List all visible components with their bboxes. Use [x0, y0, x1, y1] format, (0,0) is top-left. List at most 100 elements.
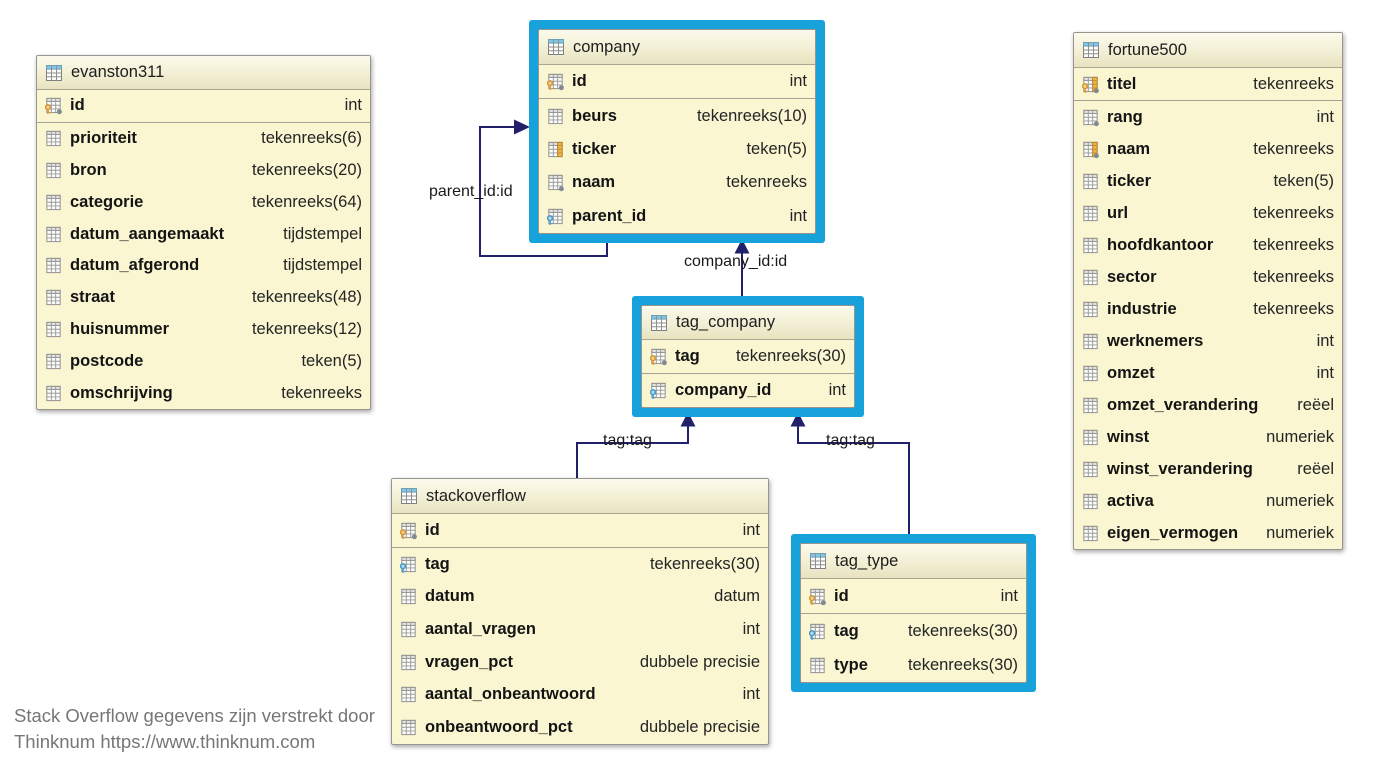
table-title: tag_type [835, 551, 899, 570]
table-header: tag_company [642, 306, 854, 340]
entity-table: fortune500 titel tekenreeks [1073, 32, 1343, 550]
column-icon [399, 718, 418, 737]
column-name: vragen_pct [425, 652, 514, 671]
entity-table: stackoverflow id int [391, 478, 769, 745]
table-icon [399, 486, 419, 506]
column-icon [1081, 172, 1100, 191]
column-icon [649, 347, 668, 366]
column-row: werknemers int [1074, 325, 1342, 357]
table-title: evanston311 [71, 63, 165, 81]
column-row: hoofdkantoor tekenreeks [1074, 229, 1342, 261]
column-name: sector [1107, 267, 1157, 286]
column-row: omschrijving tekenreeks [37, 377, 370, 409]
arrowhead-parent-id [514, 119, 530, 135]
column-row: datum_aangemaakt tijdstempel [37, 218, 370, 250]
column-name: aantal_vragen [425, 619, 536, 638]
entity-table: tag_type id int [791, 534, 1036, 692]
column-type: tekenreeks [1253, 235, 1334, 254]
column-icon [808, 622, 827, 641]
column-icon [399, 587, 418, 606]
column-type: tekenreeks(10) [696, 106, 807, 125]
column-row: naam tekenreeks [1074, 133, 1342, 165]
column-row: straat tekenreeks(48) [37, 282, 370, 314]
column-icon [1081, 236, 1100, 255]
column-row: onbeantwoord_pct dubbele precisie [392, 711, 768, 744]
column-row: id int [539, 65, 815, 100]
column-row: aantal_vragen int [392, 613, 768, 646]
column-name: id [572, 72, 587, 91]
column-icon [546, 207, 565, 226]
column-name: ticker [572, 139, 617, 158]
column-row: company_id int [642, 374, 854, 407]
column-name: url [1107, 203, 1129, 222]
column-name: datum_aangemaakt [70, 224, 225, 243]
column-row: rang int [1074, 101, 1342, 133]
attribution-line2: Thinknum https://www.thinknum.com [14, 731, 316, 752]
column-type: int [742, 520, 760, 539]
column-row: winst numeriek [1074, 421, 1342, 453]
column-type: reëel [1297, 395, 1334, 414]
table-title: fortune500 [1108, 40, 1187, 59]
column-type: tekenreeks(30) [649, 554, 760, 573]
column-type: tekenreeks [1253, 267, 1334, 286]
column-type: int [742, 685, 760, 704]
column-type: tijdstempel [283, 224, 362, 243]
table-icon [44, 63, 64, 83]
column-row: parent_id int [539, 200, 815, 233]
attribution-line1: Stack Overflow gegevens zijn verstrekt d… [14, 705, 375, 726]
column-type: int [1000, 586, 1018, 605]
column-rows: id int tag tekenreeks(30) [801, 579, 1026, 682]
table-header: fortune500 [1074, 33, 1342, 68]
column-type: tekenreeks(6) [261, 129, 362, 148]
column-type: tekenreeks [1253, 299, 1334, 318]
column-name: straat [70, 288, 115, 307]
column-type: dubbele precisie [639, 652, 760, 671]
column-type: datum [714, 587, 760, 606]
column-icon [44, 288, 63, 307]
column-name: datum [425, 587, 475, 606]
column-type: tekenreeks [726, 173, 807, 192]
table-title: stackoverflow [426, 486, 526, 505]
column-icon [1081, 140, 1100, 159]
column-type: int [1316, 363, 1334, 382]
column-icon [1081, 460, 1100, 479]
column-type: int [344, 96, 362, 115]
column-type: int [742, 619, 760, 638]
column-row: datum_afgerond tijdstempel [37, 250, 370, 282]
table-icon [546, 37, 566, 57]
table-title: company [573, 37, 640, 56]
column-name: winst [1107, 427, 1150, 446]
column-row: bron tekenreeks(20) [37, 155, 370, 187]
column-row: omzet int [1074, 357, 1342, 389]
column-name: prioriteit [70, 129, 137, 148]
column-row: industrie tekenreeks [1074, 293, 1342, 325]
column-type: int [1316, 107, 1334, 126]
column-row: eigen_vermogen numeriek [1074, 517, 1342, 549]
column-name: eigen_vermogen [1107, 523, 1239, 542]
column-name: bron [70, 160, 107, 179]
column-row: id int [801, 579, 1026, 614]
column-name: omschrijving [70, 383, 173, 402]
column-row: titel tekenreeks [1074, 68, 1342, 101]
entity-table: evanston311 id int [36, 55, 371, 410]
column-icon [399, 620, 418, 639]
column-row: tag tekenreeks(30) [642, 340, 854, 374]
column-row: tag tekenreeks(30) [801, 614, 1026, 648]
column-type: tekenreeks(12) [251, 319, 362, 338]
column-type: reëel [1297, 459, 1334, 478]
column-row: postcode teken(5) [37, 345, 370, 377]
column-icon [399, 685, 418, 704]
column-type: int [789, 72, 807, 91]
column-icon [1081, 364, 1100, 383]
column-icon [546, 107, 565, 126]
column-name: titel [1107, 74, 1137, 93]
column-type: tekenreeks(64) [251, 192, 362, 211]
column-type: tekenreeks(30) [735, 347, 846, 365]
column-row: type tekenreeks(30) [801, 648, 1026, 682]
column-name: rang [1107, 107, 1143, 126]
column-icon [1081, 204, 1100, 223]
relationship-label: tag:tag [826, 432, 875, 449]
column-type: numeriek [1266, 523, 1334, 542]
column-name: id [425, 520, 440, 539]
